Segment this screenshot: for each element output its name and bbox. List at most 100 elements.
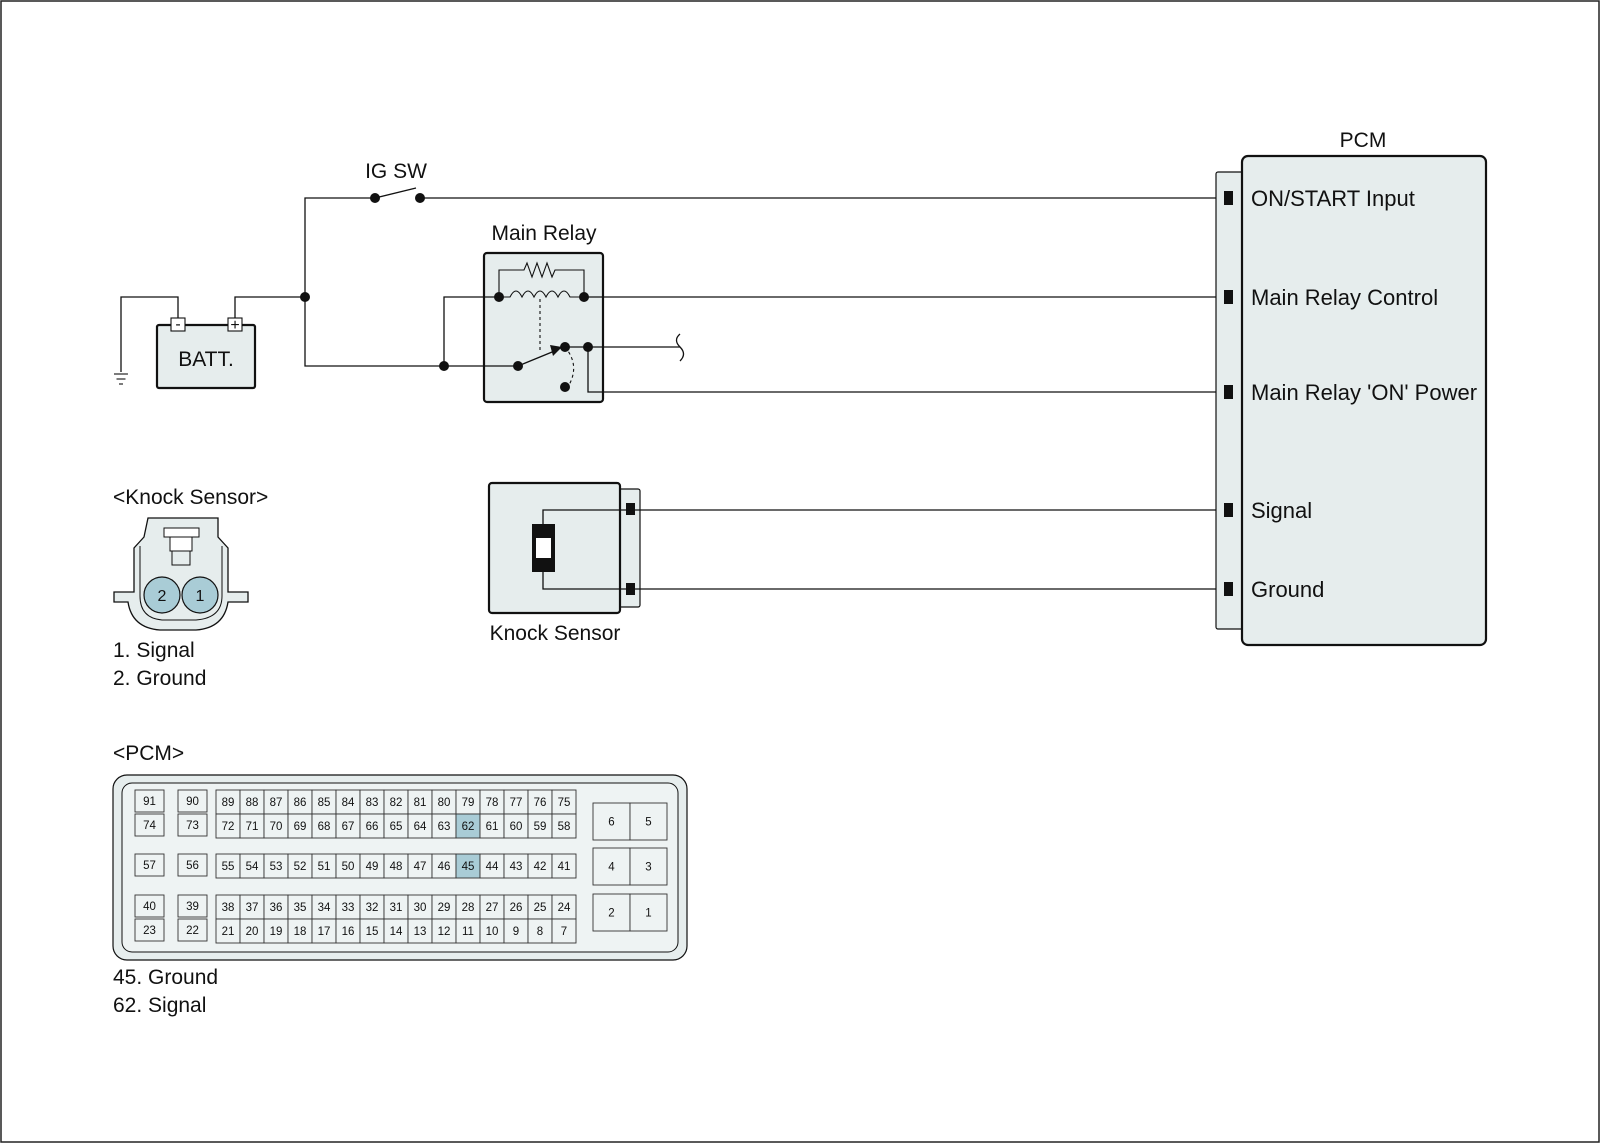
pcm-pin-cell-74 — [134, 813, 165, 837]
pcm-pin-cell-86 — [287, 789, 313, 815]
pcm-pin-cell-8 — [527, 918, 553, 944]
pcm-pin-number: 55 — [222, 861, 235, 873]
pcm-pin-number: 63 — [438, 821, 451, 833]
pcm-connector-title: <PCM> — [113, 742, 184, 765]
pcm-pin-number: 84 — [342, 797, 355, 809]
pcm-pin-cell-18 — [287, 918, 313, 944]
pcm-pin-number: 17 — [318, 926, 331, 938]
pcm-pin-number: 77 — [510, 797, 523, 809]
pcm-pin-number: 31 — [390, 902, 403, 914]
pcm-pin-number: 46 — [438, 861, 451, 873]
pcm-pin-number: 48 — [390, 861, 403, 873]
pcm-pin-cell-10 — [479, 918, 505, 944]
pcm-pin-number: 75 — [558, 797, 571, 809]
pcm-pin-cell-38 — [215, 894, 241, 920]
pcm-pin-cell-17 — [311, 918, 337, 944]
pcm-pin-ground: Ground — [1251, 577, 1324, 602]
pcm-pin-number: 43 — [510, 861, 523, 873]
pcm-pin-cell-39 — [177, 894, 208, 918]
pcm-pin-cell-64 — [407, 813, 433, 839]
pcm-pin-cell-13 — [407, 918, 433, 944]
pcm-pin-number: 49 — [366, 861, 379, 873]
pcm-pin-number: 60 — [510, 821, 523, 833]
pcm-pin-cell-75 — [551, 789, 577, 815]
pcm-pin-number: 57 — [143, 860, 156, 872]
pcm-pin-number: 58 — [558, 821, 571, 833]
pcm-pin-cell-20 — [239, 918, 265, 944]
pcm-pin-number: 19 — [270, 926, 283, 938]
pcm-pin-cell-11 — [455, 918, 481, 944]
pcm-pin-number: 90 — [186, 796, 199, 808]
pcm-pin-number: 33 — [342, 902, 355, 914]
pcm-pin-number: 62 — [462, 821, 475, 833]
pcm-pin-cell-45 — [455, 853, 481, 879]
pcm-pin-number: 28 — [462, 902, 475, 914]
pcm-pin-number: 86 — [294, 797, 307, 809]
pcm-pin-cell-57 — [134, 853, 165, 877]
pcm-pin-on-start: ON/START Input — [1251, 186, 1415, 211]
pcm-pin-cell-91 — [134, 789, 165, 813]
pcm-pin-cell-3 — [629, 847, 668, 886]
pcm-pin-cell-90 — [177, 789, 208, 813]
pcm-pin-cell-56 — [177, 853, 208, 877]
pcm-pin-number: 78 — [486, 797, 499, 809]
pcm-pin-cell-46 — [431, 853, 457, 879]
pcm-pin-cell-69 — [287, 813, 313, 839]
pcm-pin-cell-27 — [479, 894, 505, 920]
pcm-pin-number: 53 — [270, 861, 283, 873]
pcm-pin-number: 83 — [366, 797, 379, 809]
pcm-pin-number: 38 — [222, 902, 235, 914]
pcm-module: PCM ON/START Input Main Relay Control Ma… — [1215, 129, 1488, 647]
pcm-pin-number: 6 — [608, 817, 614, 829]
pcm-pin-number: 61 — [486, 821, 499, 833]
pcm-pin-number: 3 — [645, 862, 651, 874]
pcm-pin-cell-4 — [592, 847, 631, 886]
pcm-pin-number: 42 — [534, 861, 547, 873]
pcm-pin-number: 10 — [486, 926, 499, 938]
pcm-pin-cell-62 — [455, 813, 481, 839]
pcm-pin-number: 25 — [534, 902, 547, 914]
main-relay: Main Relay — [482, 222, 605, 404]
pcm-pin-number: 1 — [645, 908, 651, 920]
pcm-pin-number: 44 — [486, 861, 499, 873]
pcm-pin-number: 76 — [534, 797, 547, 809]
pcm-pin-number: 23 — [143, 925, 156, 937]
pcm-pin-number: 89 — [222, 797, 235, 809]
pcm-pin-number: 70 — [270, 821, 283, 833]
pcm-pin-cell-47 — [407, 853, 433, 879]
pcm-pin-cell-73 — [177, 813, 208, 837]
pcm-pin-signal: Signal — [1251, 498, 1312, 523]
pcm-pin-cell-61 — [479, 813, 505, 839]
pcm-pin-number: 74 — [143, 820, 156, 832]
pcm-pin-number: 91 — [143, 796, 156, 808]
pcm-pin-number: 45 — [462, 861, 475, 873]
pcm-pin-cell-15 — [359, 918, 385, 944]
pcm-pin-cell-12 — [431, 918, 457, 944]
knock-pin-2: 2 — [158, 588, 167, 605]
pcm-pin-number: 13 — [414, 926, 427, 938]
pcm-pin-number: 30 — [414, 902, 427, 914]
pcm-pin-number: 47 — [414, 861, 427, 873]
pcm-pin-number: 2 — [608, 908, 614, 920]
battery-label: BATT. — [178, 348, 234, 371]
pcm-pin-number: 65 — [390, 821, 403, 833]
pcm-pin-number: 5 — [645, 817, 651, 829]
knock-sensor-label: Knock Sensor — [490, 622, 621, 645]
pcm-label: PCM — [1340, 129, 1387, 152]
pcm-pin-number: 27 — [486, 902, 499, 914]
pcm-pin-number: 71 — [246, 821, 259, 833]
battery-minus-label: - — [175, 316, 180, 333]
pcm-legend-2: 62. Signal — [113, 994, 206, 1017]
pcm-pin-number: 7 — [561, 926, 567, 938]
pcm-pin-number: 67 — [342, 821, 355, 833]
pcm-pin-cell-7 — [551, 918, 577, 944]
pcm-pin-number: 56 — [186, 860, 199, 872]
pcm-legend-1: 45. Ground — [113, 966, 218, 989]
pcm-pin-number: 41 — [558, 861, 571, 873]
pcm-pin-number: 40 — [143, 901, 156, 913]
pcm-pin-number: 79 — [462, 797, 475, 809]
pcm-pin-cell-77 — [503, 789, 529, 815]
